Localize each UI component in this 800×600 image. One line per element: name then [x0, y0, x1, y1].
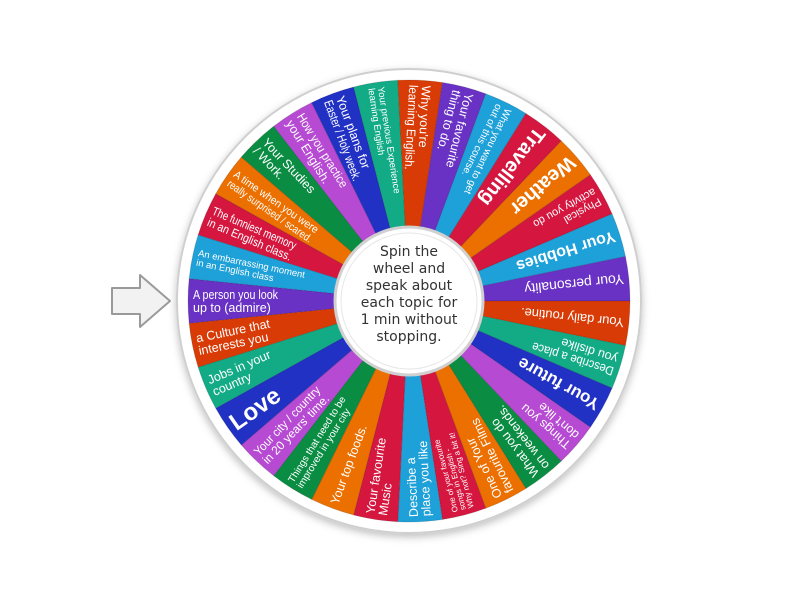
segment-label: Why you'relearning English.	[402, 85, 433, 171]
segment-label: Describe aplace you like	[403, 440, 434, 517]
wheel-instructions: Spin the wheel and speak about each topi…	[360, 244, 458, 345]
arrow-right-icon	[111, 274, 171, 328]
wheel-segment	[187, 278, 410, 324]
wheel-hub[interactable]	[340, 232, 478, 370]
